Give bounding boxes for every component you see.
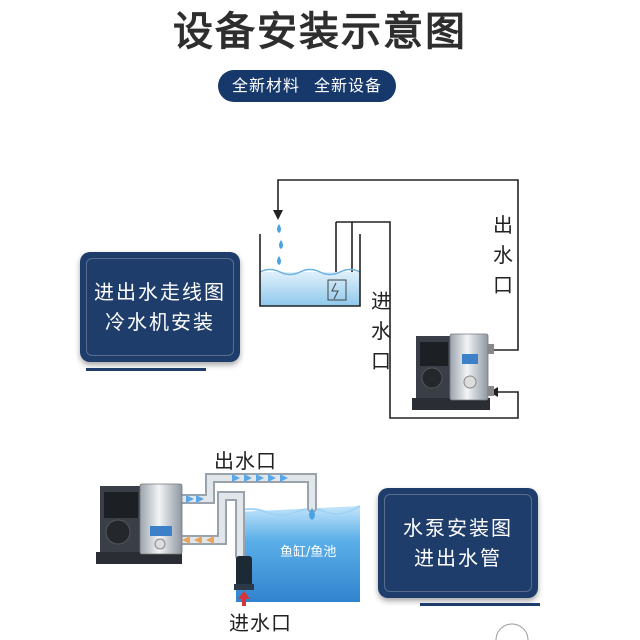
outlet-water-drop — [309, 508, 315, 520]
bottom-tank — [235, 505, 361, 602]
tag-new-material: 全新材料 — [231, 76, 300, 95]
tank-label: 鱼缸/鱼池 — [280, 545, 337, 560]
bottom-chiller-unit — [96, 483, 183, 564]
water-drops — [277, 224, 283, 265]
top-inlet-char-3: 口 — [371, 349, 391, 373]
card-pump-install-line-1: 水泵安装图 — [403, 516, 513, 540]
card-pipe-routing-line-1: 进出水走线图 — [94, 280, 226, 304]
top-chiller-unit — [412, 333, 494, 410]
top-inlet-char-1: 进 — [371, 289, 391, 313]
bottom-outlet-label: 出水口 — [214, 449, 277, 473]
inlet-arrow-up-icon — [238, 591, 250, 606]
corner-badge-icon — [495, 623, 529, 640]
bottom-inlet-label: 进水口 — [229, 611, 292, 635]
top-inlet-char-2: 水 — [371, 319, 391, 343]
flow-arrows-inlet — [182, 536, 214, 544]
top-outlet-label: 出 水 口 — [490, 210, 516, 300]
card-pump-install-underline — [420, 603, 540, 606]
top-inlet-label: 进 水 口 — [368, 286, 394, 376]
submersible-pump — [234, 556, 254, 590]
page-title: 设备安装示意图 — [173, 9, 467, 55]
card-pipe-routing-underline — [86, 368, 206, 371]
card-pipe-routing-line-2: 冷水机安装 — [105, 310, 215, 334]
top-tank — [259, 234, 361, 307]
top-outlet-char-2: 水 — [493, 243, 513, 267]
top-outlet-char-3: 口 — [493, 273, 513, 297]
card-pump-install-line-2: 进出水管 — [414, 546, 502, 570]
card-pipe-routing: 进出水走线图 冷水机安装 — [80, 252, 240, 362]
tag-new-equipment: 全新设备 — [314, 76, 383, 95]
top-outlet-char-1: 出 — [493, 213, 513, 237]
flow-arrows-outlet — [186, 474, 288, 503]
top-flow-lines — [277, 179, 519, 419]
arrow-down-into-tank — [273, 210, 283, 220]
card-pump-install: 水泵安装图 进出水管 — [378, 488, 538, 598]
feature-tag-pill: 全新材料全新设备 — [218, 70, 396, 102]
